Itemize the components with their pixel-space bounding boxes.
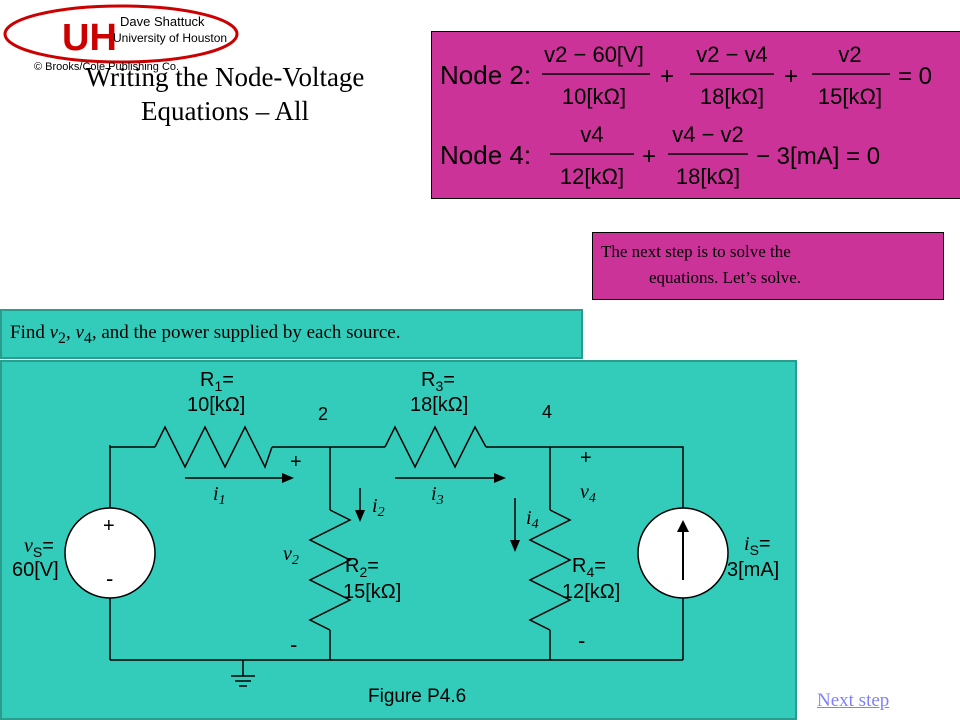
n4-plus: + — [642, 143, 656, 170]
n4-tail: − 3[mA] = 0 — [756, 143, 880, 170]
current-arrows — [185, 473, 520, 552]
problem-find: Find — [10, 322, 50, 343]
r4-label: R4= — [572, 555, 606, 580]
uh-logo: UH Dave Shattuck University of Houston ©… — [3, 4, 239, 73]
n2-term1-den: 10[kΩ] — [562, 84, 626, 109]
title-line-2: Equations – All — [141, 96, 309, 126]
problem-v2: v — [49, 322, 59, 343]
r2-label: R2= — [345, 555, 379, 580]
v2-label: v2 — [283, 543, 299, 568]
r4-value: 12[kΩ] — [562, 581, 620, 603]
node-2-label: 2 — [318, 404, 328, 424]
n4-term2-den: 18[kΩ] — [676, 164, 740, 189]
resistor-r4 — [528, 509, 572, 631]
node-4-label: 4 — [542, 402, 552, 422]
i1-label: i1 — [213, 483, 226, 508]
r3-label: R3= — [421, 369, 455, 394]
problem-rest: , and the power supplied by each source. — [91, 322, 401, 343]
next-step-note: The next step is to solve the equations.… — [592, 232, 944, 300]
n2-plus-2: + — [784, 63, 798, 90]
n2-term3-num: v2 — [838, 42, 861, 67]
i3-label: i3 — [431, 483, 444, 508]
node4-label: Node 4: — [440, 140, 531, 170]
n4-term1-den: 12[kΩ] — [560, 164, 624, 189]
resistor-r1 — [154, 425, 273, 469]
circuit-wires — [109, 445, 684, 687]
problem-statement: Find v2, v4, and the power supplied by e… — [0, 309, 583, 359]
n2-term1-num: v2 − 60[V] — [544, 42, 644, 67]
voltage-source — [64, 507, 156, 599]
v2-minus: - — [290, 632, 297, 657]
v4-minus: - — [578, 628, 585, 653]
current-source-arrowhead — [677, 520, 689, 532]
n4-term1-num: v4 — [580, 122, 603, 147]
problem-v2-sub: 2 — [58, 329, 66, 347]
problem-v4-sub: 4 — [83, 329, 92, 347]
n2-plus-1: + — [660, 63, 674, 90]
v4-plus: + — [580, 447, 592, 469]
title-line-1: Writing the Node-Voltage — [85, 62, 365, 92]
n2-rhs: = 0 — [898, 63, 932, 90]
is-label: iS= — [744, 533, 771, 558]
note-line-2: equations. Let’s solve. — [649, 268, 802, 287]
v2-plus: + — [290, 451, 302, 473]
i4-label: i4 — [526, 507, 539, 532]
vs-label: vS= — [24, 535, 54, 560]
r3-value: 18[kΩ] — [410, 394, 468, 416]
resistor-r2 — [308, 509, 352, 631]
equations-svg: Node 2: v2 − 60[V] 10[kΩ] + v2 − v4 18[k… — [440, 42, 932, 189]
note-line-1: The next step is to solve the — [601, 242, 791, 261]
equations-box: Node 2: v2 − 60[V] 10[kΩ] + v2 − v4 18[k… — [431, 31, 960, 199]
circuit-diagram: + - + - + - 2 4 R1= 10[kΩ] R3= 18[kΩ] R2… — [0, 360, 797, 720]
resistor-r3 — [384, 425, 487, 469]
problem-v4: v — [75, 322, 84, 343]
vsource-plus: + — [103, 515, 115, 537]
is-value: 3[mA] — [727, 559, 779, 581]
n2-term3-den: 15[kΩ] — [818, 84, 882, 109]
v4-label: v4 — [580, 481, 596, 506]
vsource-minus: - — [106, 566, 113, 591]
page-title: Writing the Node-Voltage Equations – All — [40, 60, 410, 128]
next-step-link[interactable]: Next step — [817, 690, 890, 711]
n2-term2-num: v2 − v4 — [696, 42, 768, 67]
n4-term2-num: v4 − v2 — [672, 122, 744, 147]
logo-school: University of Houston — [113, 31, 227, 45]
n2-term2-den: 18[kΩ] — [700, 84, 764, 109]
problem-sep: , — [65, 322, 76, 343]
node2-label: Node 2: — [440, 60, 531, 90]
r1-value: 10[kΩ] — [187, 394, 245, 416]
logo-copyright: © Brooks/Cole Publishing Co. — [34, 61, 179, 73]
r2-value: 15[kΩ] — [343, 581, 401, 603]
logo-author: Dave Shattuck — [120, 14, 205, 29]
logo-mark: UH — [62, 17, 117, 59]
vs-value: 60[V] — [12, 559, 59, 581]
i2-label: i2 — [372, 495, 385, 520]
r1-label: R1= — [200, 369, 234, 394]
logo-ellipse — [3, 4, 239, 64]
figure-caption: Figure P4.6 — [368, 686, 466, 707]
